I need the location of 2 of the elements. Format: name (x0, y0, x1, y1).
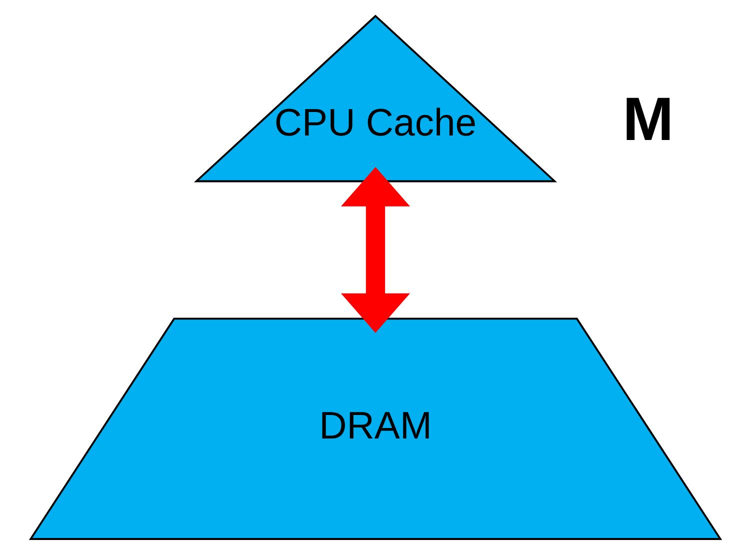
label: M (622, 84, 674, 153)
arrow (340, 166, 410, 333)
